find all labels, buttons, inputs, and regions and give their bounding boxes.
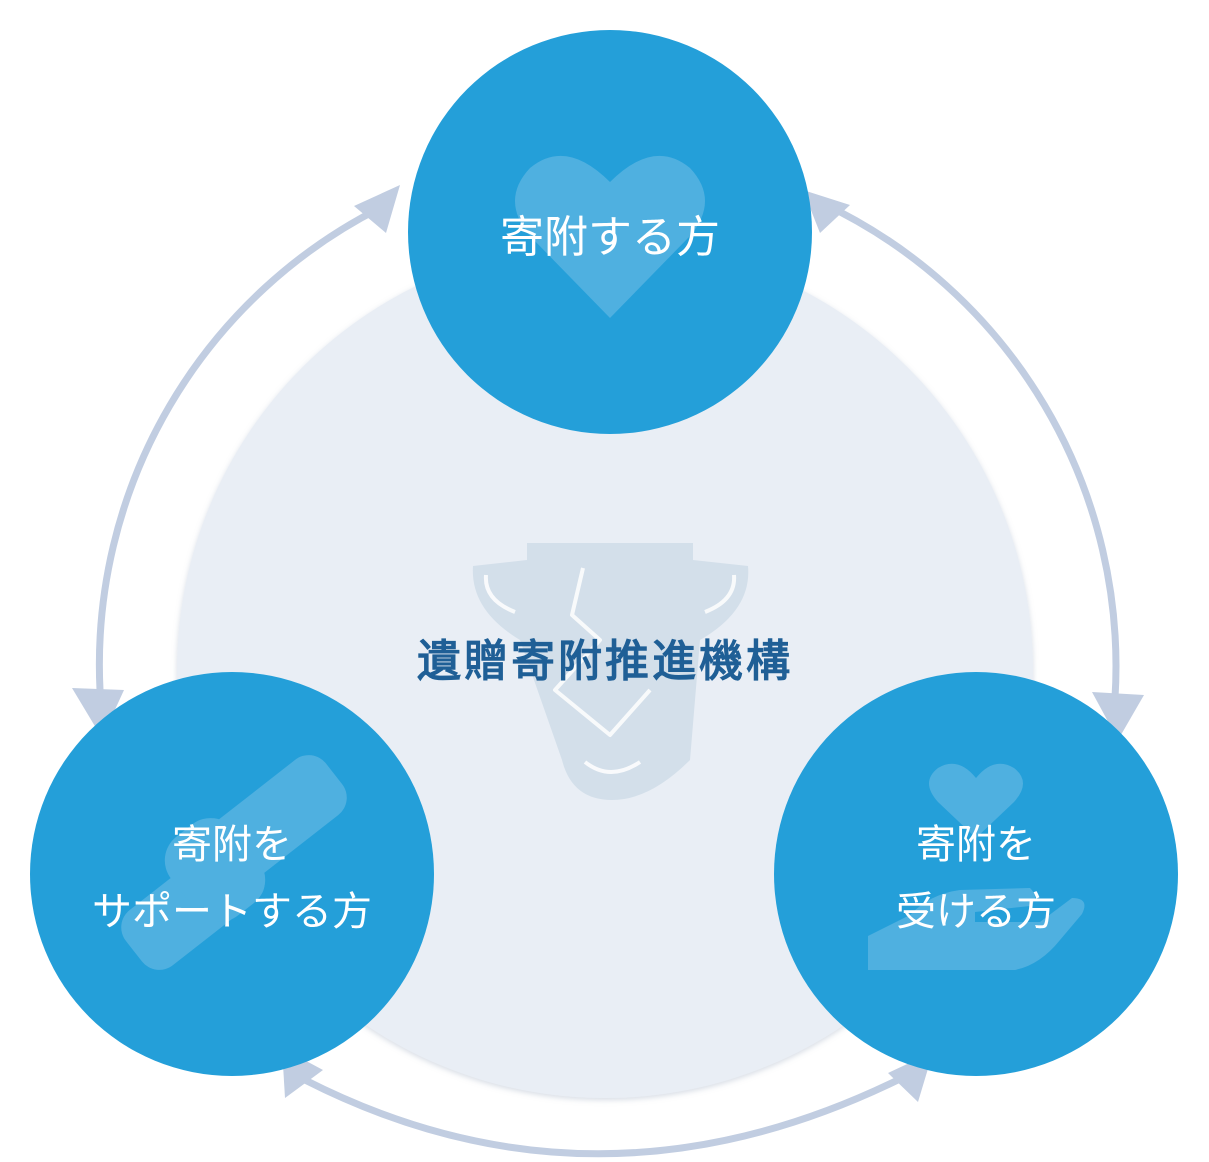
arrowhead-down-right: [1092, 692, 1144, 740]
trophy-emblem-icon: [472, 543, 749, 800]
node-donor: 寄附する方: [408, 30, 812, 434]
node-supporter-label-line2: サポートする方: [92, 889, 372, 935]
arrow-supporter-recipient: [301, 1071, 912, 1158]
node-supporter: 寄附を サポートする方: [30, 672, 434, 1076]
heart-in-hand-icon: [868, 763, 1085, 970]
node-recipient-label-line1: 寄附を: [916, 822, 1036, 868]
arrow-donor-recipient: [818, 199, 1120, 702]
node-recipient-label-line2: 受ける方: [896, 889, 1056, 935]
node-supporter-label-line1: 寄附を: [172, 822, 292, 868]
arrowhead-up-left: [354, 185, 400, 233]
heart-icon: [515, 155, 705, 318]
arrowheads: [72, 185, 1144, 1102]
node-recipient-circle: [774, 672, 1178, 1076]
trophy-emblem-lines: [483, 567, 737, 774]
arrow-donor-supporter: [95, 202, 388, 694]
node-donor-label: 寄附する方: [500, 212, 720, 263]
handshake-icon: [121, 755, 347, 970]
node-recipient: 寄附を 受ける方: [774, 672, 1178, 1076]
arrowhead-up-right: [803, 190, 850, 233]
center-title: 遺贈寄附推進機構: [417, 636, 793, 687]
arrows: [95, 199, 1120, 1158]
arrowhead-down-left: [72, 688, 124, 738]
